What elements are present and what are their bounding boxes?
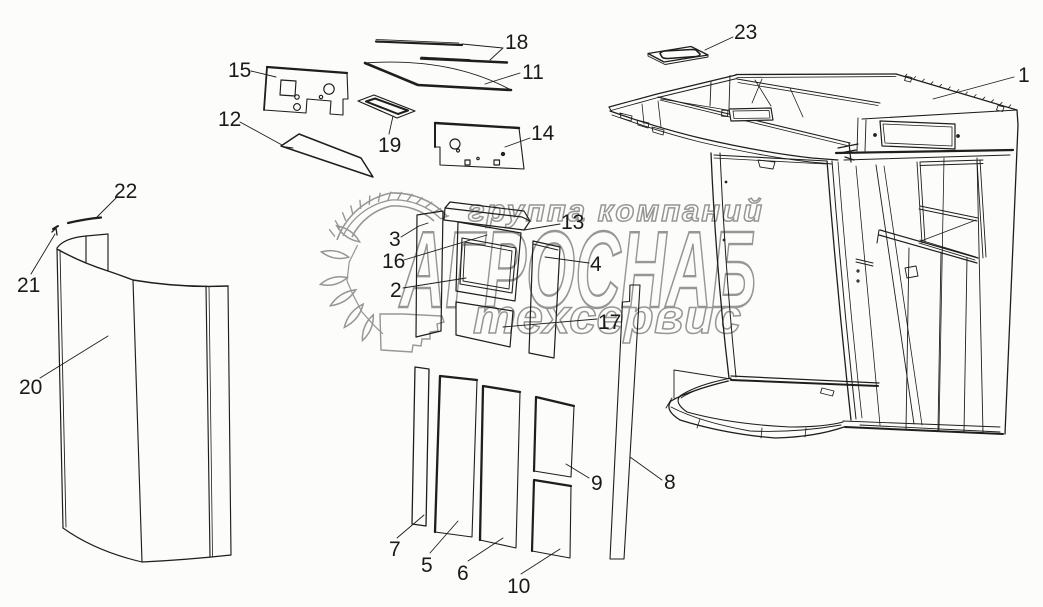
svg-text:18: 18 <box>505 31 528 54</box>
svg-text:5: 5 <box>421 554 433 577</box>
svg-text:4: 4 <box>590 253 602 276</box>
svg-text:2: 2 <box>390 279 402 302</box>
svg-text:8: 8 <box>664 471 676 494</box>
svg-text:1: 1 <box>1018 64 1030 87</box>
svg-text:14: 14 <box>531 122 555 145</box>
svg-text:7: 7 <box>389 538 401 561</box>
svg-text:23: 23 <box>734 21 757 44</box>
svg-text:22: 22 <box>114 180 137 203</box>
svg-text:15: 15 <box>228 59 251 82</box>
svg-text:21: 21 <box>17 274 40 297</box>
svg-text:20: 20 <box>19 376 42 399</box>
svg-text:13: 13 <box>561 211 584 234</box>
svg-text:6: 6 <box>457 562 469 585</box>
svg-text:19: 19 <box>378 134 401 157</box>
svg-text:3: 3 <box>389 228 401 251</box>
svg-text:техсервис: техсервис <box>473 290 742 344</box>
svg-text:9: 9 <box>591 472 603 495</box>
svg-text:16: 16 <box>382 250 405 273</box>
svg-text:11: 11 <box>522 61 544 84</box>
svg-text:17: 17 <box>598 311 621 334</box>
svg-text:12: 12 <box>218 108 241 131</box>
svg-text:10: 10 <box>507 575 530 598</box>
